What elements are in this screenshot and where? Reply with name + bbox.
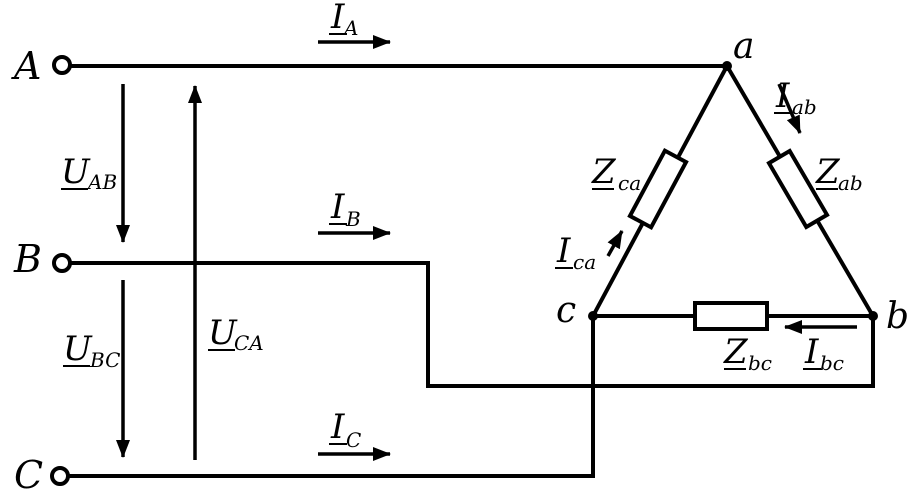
label-ica: I ca [555,231,596,274]
label-ia: I A [329,0,358,40]
current-ica-arrow [606,230,624,257]
impedance-zca-box [627,148,689,230]
label-ia-symbol: I [330,0,345,37]
label-zab: Z ab [815,152,863,195]
node-b-label: b [886,296,909,337]
node-c-label: c [556,290,576,331]
label-ib-symbol: I [330,187,345,227]
terminal-b-circle [52,253,72,273]
label-ubc-symbol: U [63,329,93,369]
impedance-zab-box [766,148,830,230]
label-iab: I ab [774,76,817,119]
current-iab-arrow [777,83,802,134]
label-ubc-sub: BC [89,348,120,372]
label-ibc-sub: bc [820,351,844,375]
label-ib: I B [329,187,361,231]
label-ica-symbol: I [556,231,571,271]
label-iab-sub: ab [792,95,817,119]
label-ica-sub: ca [573,250,596,274]
label-ibc: I bc [803,332,844,375]
label-uab: U AB [61,152,117,194]
label-uca-symbol: U [208,313,238,353]
label-zab-sub: ab [838,171,863,195]
label-ia-sub: A [342,16,358,40]
label-uca: U CA [208,313,264,355]
label-zca-sub: ca [618,171,641,195]
node-c-dot [588,311,598,321]
label-zbc-sub: bc [748,351,772,375]
label-ubc: U BC [63,329,120,372]
label-ic-sub: C [346,428,361,452]
wires [69,63,876,478]
label-uab-sub: AB [86,170,117,194]
label-zca: Z ca [591,152,641,195]
label-zab-symbol: Z [815,152,841,192]
label-uca-sub: CA [234,331,264,355]
label-uab-symbol: U [61,152,91,192]
node-b-dot [868,311,878,321]
node-a-dot [722,61,732,71]
label-ib-sub: B [345,207,361,231]
label-zbc: Z bc [723,332,772,375]
terminal-c-circle [50,466,70,486]
label-iab-symbol: I [775,76,790,116]
terminal-c-label: C [14,453,43,497]
label-zbc-symbol: Z [723,332,749,372]
wire-line-b [69,261,875,388]
label-ibc-symbol: I [804,332,819,372]
wire-line-c [69,314,595,478]
label-zca-symbol: Z [591,152,617,192]
node-a-label: a [733,26,754,67]
label-ic-symbol: I [330,407,345,447]
terminal-b-label: B [13,237,42,281]
impedance-zbc-box [693,301,769,331]
label-ic: I C [329,407,361,452]
terminal-a-circle [52,55,72,75]
terminal-a-label: A [11,44,41,88]
